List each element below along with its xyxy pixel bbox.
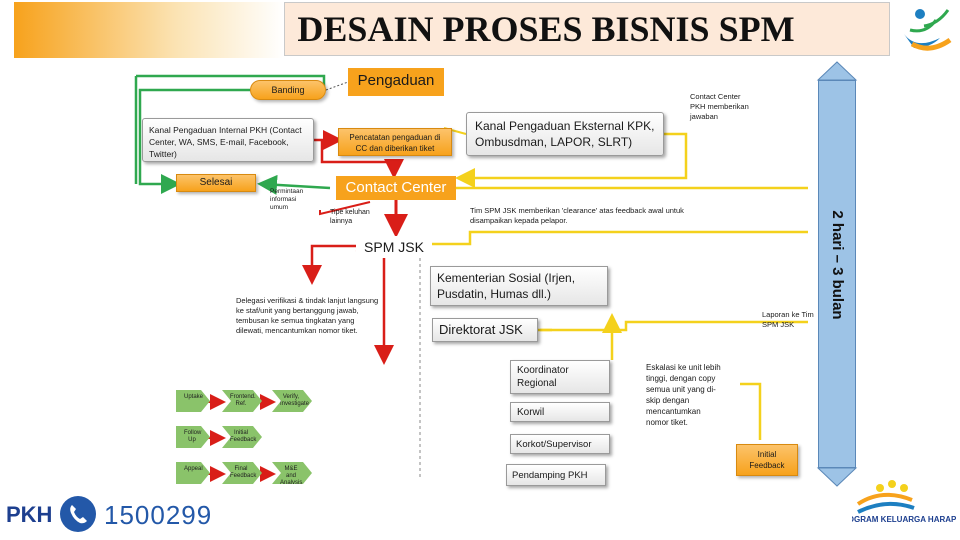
node-pencatatan: Pencatatan pengaduan di CC dan diberikan… — [338, 128, 452, 156]
timeline-bar — [818, 80, 856, 468]
step-appeal: Appeal — [176, 462, 210, 484]
step-frontend-ref: Frontend. Ref. — [222, 390, 262, 412]
node-koordinator-regional: Koordinator Regional — [510, 360, 610, 394]
step-me-analysis: M&E and Analysis — [272, 462, 312, 484]
header-title-panel — [284, 2, 890, 56]
label-permintaan-informasi: Permintaan informasi umum — [270, 188, 304, 211]
node-contact-center: Contact Center — [336, 176, 456, 200]
header-accent-bar — [14, 2, 284, 58]
node-kanal-eksternal: Kanal Pengaduan Eksternal KPK, Ombusdman… — [466, 112, 664, 156]
label-tim-spm-clearance: Tim SPM JSK memberikan 'clearance' atas … — [470, 206, 684, 225]
page-title: DESAIN PROSES BISNIS SPM — [297, 9, 795, 49]
node-pendamping: Pendamping PKH — [506, 464, 606, 486]
label-delegasi: Delegasi verifikasi & tindak lanjut lang… — [236, 296, 379, 335]
label-contact-center-pkh: Contact Center PKH memberikan jawaban — [690, 92, 749, 121]
pkh-program-logo-icon: PROGRAM KELUARGA HARAPAN — [837, 478, 960, 540]
node-spm-jsk: SPM JSK — [356, 236, 432, 258]
program-logo-text: PROGRAM KELUARGA HARAPAN — [852, 515, 956, 524]
node-banding: Banding — [250, 80, 326, 100]
node-kanal-internal: Kanal Pengaduan Internal PKH (Contact Ce… — [142, 118, 314, 162]
node-kemensos: Kementerian Sosial (Irjen, Pusdatin, Hum… — [430, 266, 608, 306]
step-initial-feedback: Initial Feedback — [222, 426, 262, 448]
node-initial-feedback: Initial Feedback — [736, 444, 798, 476]
node-korwil: Korwil — [510, 402, 610, 422]
step-final-feedback: Final Feedback — [222, 462, 262, 484]
label-tipe-keluhan: Tipe keluhan lainnya — [330, 209, 370, 225]
step-follow-up: Follow Up — [176, 426, 210, 448]
node-selesai: Selesai — [176, 174, 256, 192]
label-laporan: Laporan ke Tim SPM JSK — [762, 310, 814, 329]
step-verify-investigate: Verify, Investigate — [272, 390, 312, 412]
node-direktorat-jsk: Direktorat JSK — [432, 318, 538, 342]
node-korkot: Korkot/Supervisor — [510, 434, 610, 454]
pkh-brand: PKH — [6, 502, 53, 527]
hotline-number: 1500299 — [104, 500, 213, 530]
step-uptake: Uptake — [176, 390, 210, 412]
phone-icon — [60, 496, 96, 532]
label-eskalasi: Eskalasi ke unit lebih tinggi, dengan co… — [646, 363, 721, 427]
timeline-label: 2 hari – 3 bulan — [829, 210, 846, 320]
node-pengaduan: Pengaduan — [348, 68, 444, 96]
ministry-logo-icon — [904, 9, 952, 51]
